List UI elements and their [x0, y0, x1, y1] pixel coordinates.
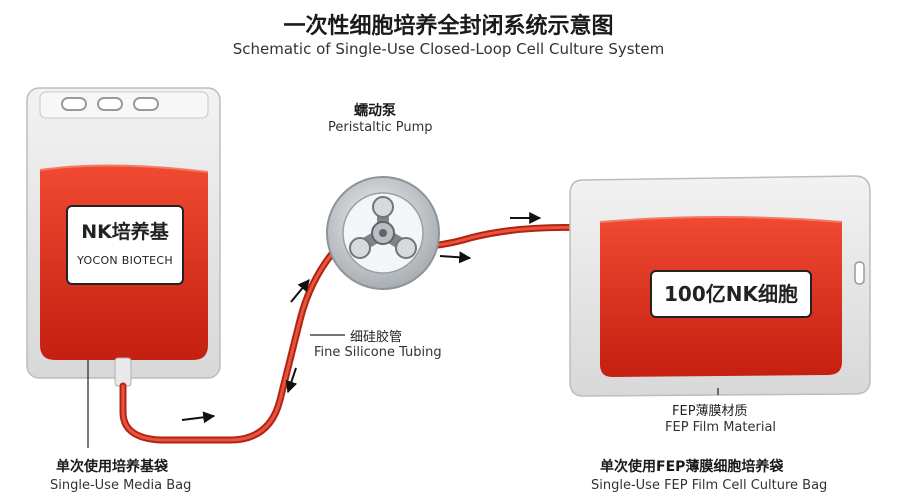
title-en: Schematic of Single-Use Closed-Loop Cell…: [232, 40, 665, 58]
media-bag-label: NK培养基 YOCON BIOTECH: [66, 205, 184, 285]
pump-axle-icon: [379, 229, 387, 237]
media-bag-caption-cn: 单次使用培养基袋: [56, 459, 168, 475]
pump-roller-icon: [395, 237, 417, 259]
media-bag-port: [114, 357, 132, 387]
culture-bag-caption-cn: 单次使用FEP薄膜细胞培养袋: [600, 459, 784, 475]
pump-caption-cn: 蠕动泵: [354, 103, 396, 119]
culture-material-en: FEP Film Material: [665, 420, 777, 435]
media-bag-brand: YOCON BIOTECH: [77, 254, 173, 267]
title-cn: 一次性细胞培养全封闭系统示意图: [283, 14, 614, 39]
media-bag-caption-en: Single-Use Media Bag: [50, 478, 192, 493]
culture-material-cn: FEP薄膜材质: [672, 404, 748, 419]
hanging-hole-icon: [61, 97, 87, 111]
hanging-hole-icon: [133, 97, 159, 111]
culture-bag-label: 100亿NK细胞: [650, 270, 812, 318]
flow-arrow-icon: [285, 367, 298, 394]
tubing-caption-en: Fine Silicone Tubing: [314, 345, 442, 360]
culture-bag-caption-en: Single-Use FEP Film Cell Culture Bag: [591, 478, 828, 493]
flow-arrow-icon: [290, 279, 310, 303]
culture-liquid-surface: [599, 216, 843, 223]
media-bag-label-cn: NK培养基: [81, 221, 169, 243]
pump-roller-icon: [349, 237, 371, 259]
tubing-caption-cn: 细硅胶管: [350, 330, 403, 345]
hanging-hole-icon: [97, 97, 123, 111]
culture-bag-label-cn: 100亿NK细胞: [664, 282, 798, 306]
peristaltic-pump: [326, 176, 440, 290]
media-liquid-surface: [39, 164, 209, 173]
flow-arrow-icon: [439, 251, 472, 264]
pump-roller-icon: [372, 196, 394, 218]
culture-bag-hang-slot-icon: [854, 261, 865, 285]
pump-caption-en: Peristaltic Pump: [328, 120, 433, 135]
flow-arrow-icon: [181, 411, 216, 424]
